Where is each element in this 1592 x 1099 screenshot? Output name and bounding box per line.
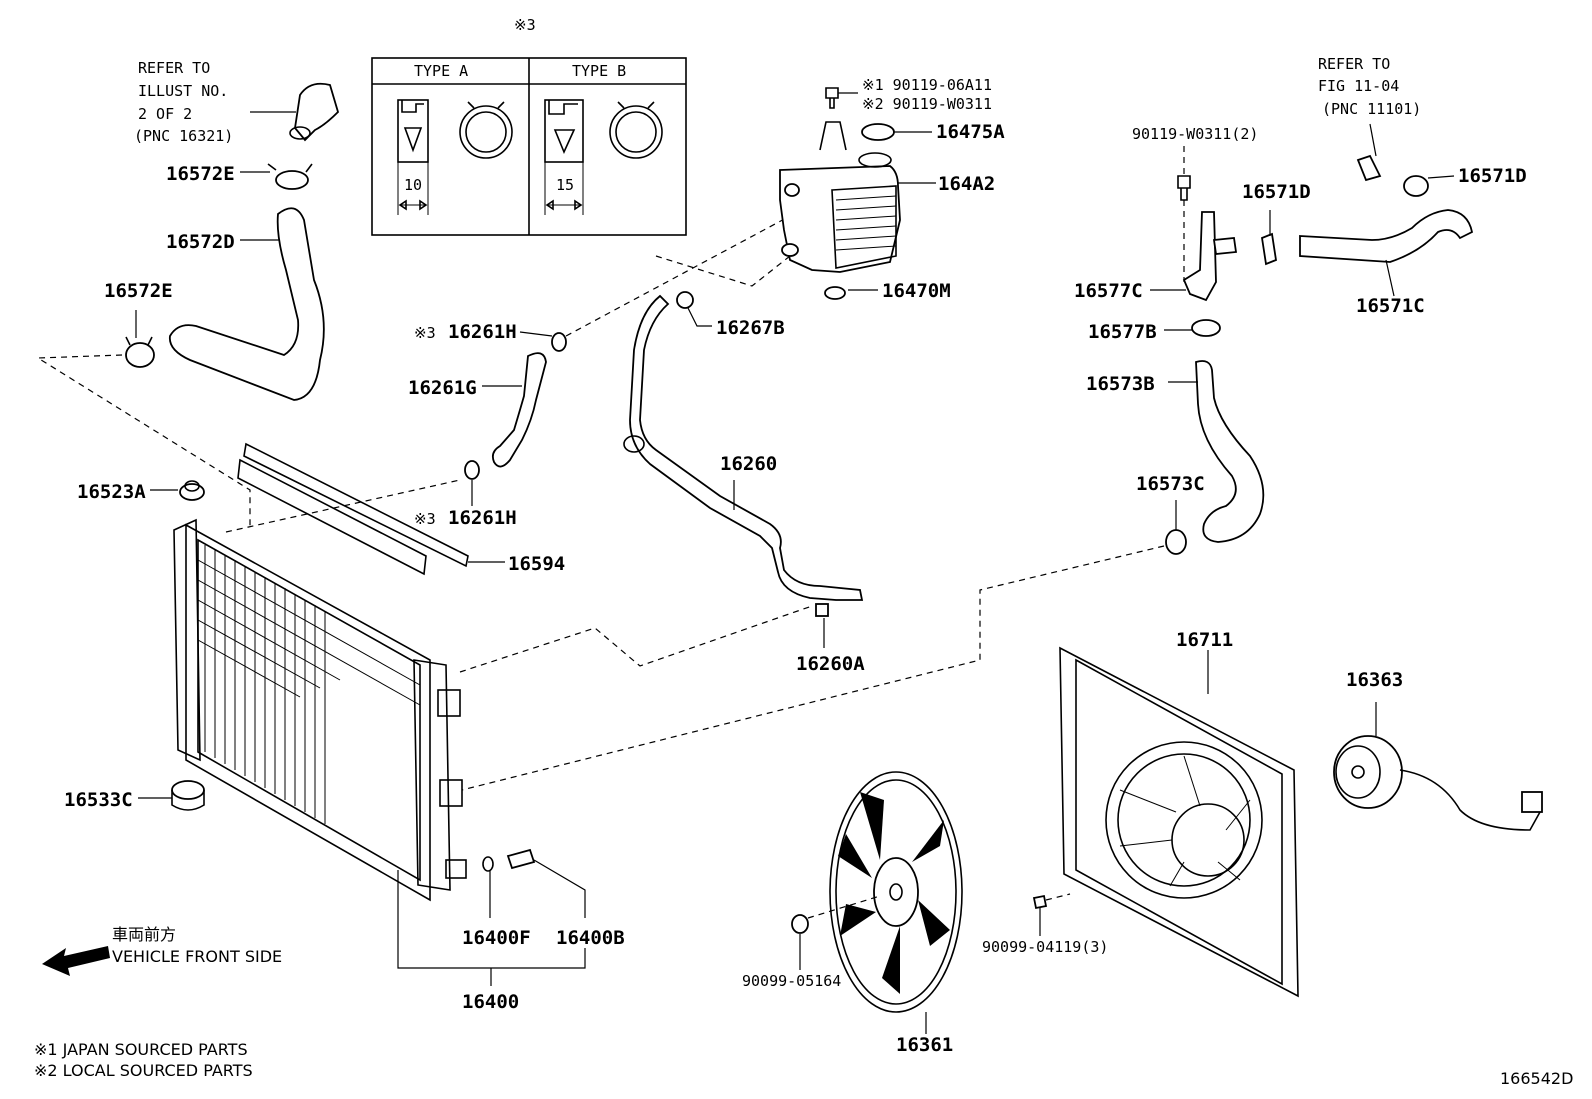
label-16571D-left: 16571D <box>1242 181 1311 203</box>
type-b-clamp-side-icon <box>544 99 584 215</box>
type-b-label: TYPE B <box>572 62 626 80</box>
cushion-16533C <box>138 780 205 811</box>
cushion-16523A <box>150 480 205 501</box>
svg-text:FIG 11-04: FIG 11-04 <box>1318 77 1399 95</box>
label-164A2: 164A2 <box>938 173 995 195</box>
svg-text:(PNC 16321): (PNC 16321) <box>134 127 233 145</box>
hose-16571C <box>1299 209 1474 297</box>
clamp-16261H-top <box>519 331 567 352</box>
clamp-16261H-bottom <box>464 460 480 506</box>
svg-text:(PNC 11101): (PNC 11101) <box>1322 100 1421 118</box>
hose-16260 <box>623 294 864 601</box>
clamp-16571D-right <box>1403 175 1455 197</box>
label-16361: 16361 <box>896 1034 953 1056</box>
cushion-16470M <box>824 286 878 300</box>
label-16711: 16711 <box>1176 629 1233 651</box>
label-90099-04119: 90099-04119(3) <box>982 938 1108 956</box>
label-16260: 16260 <box>720 453 777 475</box>
fan-motor-16363 <box>1333 702 1543 831</box>
mark-16261H-bottom: ※3 <box>414 510 436 528</box>
pipe-end-right <box>1356 123 1382 182</box>
label-16572E-top: 16572E <box>166 163 235 185</box>
mark-16261H-top: ※3 <box>414 324 436 342</box>
label-16400: 16400 <box>462 991 519 1013</box>
refer-note-left: REFER TO ILLUST NO. 2 OF 2 (PNC 16321) <box>134 59 233 145</box>
reservoir-cap-16475A <box>861 123 932 141</box>
label-16577B: 16577B <box>1088 321 1157 343</box>
label-16470M: 16470M <box>882 280 951 302</box>
label-16571C: 16571C <box>1356 295 1425 317</box>
clamp-16572E-top <box>267 163 313 190</box>
clamp-16573C <box>1165 500 1187 555</box>
type-a-label: TYPE A <box>414 62 468 80</box>
label-16363: 16363 <box>1346 669 1403 691</box>
type-a-clamp-side-icon <box>397 99 429 215</box>
svg-text:REFER TO: REFER TO <box>138 59 210 77</box>
clamp-16267B <box>676 291 712 327</box>
nut-90099-05164 <box>791 895 881 970</box>
dim-b: 15 <box>556 176 574 194</box>
fan-shroud-16711 <box>1059 646 1299 998</box>
label-16573B: 16573B <box>1086 373 1155 395</box>
radiator-seal-16594 <box>237 442 505 576</box>
label-16400B: 16400B <box>556 927 625 949</box>
footnote-1: ※1 JAPAN SOURCED PARTS <box>34 1040 248 1059</box>
hose-16572D <box>168 207 325 401</box>
refer-note-right: REFER TO FIG 11-04 (PNC 11101) <box>1318 55 1421 118</box>
label-90119-W0311: ※2 90119-W0311 <box>862 95 992 113</box>
vehicle-front-arrow: 車両前方 VEHICLE FRONT SIDE <box>42 925 282 976</box>
reservoir-tank-164A2 <box>779 121 936 273</box>
footnote-2: ※2 LOCAL SOURCED PARTS <box>34 1061 253 1080</box>
clamp-16571D-left <box>1261 210 1277 266</box>
label-16267B: 16267B <box>716 317 785 339</box>
svg-text:2 OF 2: 2 OF 2 <box>138 105 192 123</box>
drain-plug-parts <box>397 848 586 986</box>
label-16533C: 16533C <box>64 789 133 811</box>
bolt-90119-06A11 <box>825 87 858 109</box>
label-16261H-top: 16261H <box>448 321 517 343</box>
label-16475A: 16475A <box>936 121 1005 143</box>
clamp-16260A <box>815 603 829 648</box>
front-label-en: VEHICLE FRONT SIDE <box>112 947 282 966</box>
clamp-type-legend: ※3 TYPE A TYPE B 10 <box>371 16 687 236</box>
label-16572D: 16572D <box>166 231 235 253</box>
svg-text:REFER TO: REFER TO <box>1318 55 1390 73</box>
hose-16261G <box>482 352 547 468</box>
dim-a: 10 <box>404 176 422 194</box>
type-a-clamp-ring-icon <box>459 101 513 159</box>
bolt-90099-04119 <box>1032 893 1071 936</box>
label-16572E-left: 16572E <box>104 280 173 302</box>
legend-ref-mark: ※3 <box>514 16 536 34</box>
fan-16361 <box>829 771 963 1034</box>
front-label-jp: 車両前方 <box>112 925 176 944</box>
label-16594: 16594 <box>508 553 565 575</box>
label-16260A: 16260A <box>796 653 865 675</box>
water-outlet-16577C <box>1150 211 1238 302</box>
figure-id: 166542D <box>1500 1069 1573 1088</box>
label-16571D-right: 16571D <box>1458 165 1527 187</box>
hose-16573B <box>1168 360 1265 543</box>
bolt-90119-W0311 <box>1177 146 1191 282</box>
radiator-assembly <box>173 518 467 902</box>
type-b-clamp-ring-icon <box>609 101 663 159</box>
svg-text:ILLUST NO.: ILLUST NO. <box>138 82 228 100</box>
part-labels: 16572E 16572D 16572E 16523A 16533C ※3 16… <box>64 76 1527 1056</box>
label-16400F: 16400F <box>462 927 531 949</box>
label-90119-W0311-2: 90119-W0311(2) <box>1132 125 1258 143</box>
label-16523A: 16523A <box>77 481 146 503</box>
inlet-pipe-part <box>250 82 340 142</box>
label-16573C: 16573C <box>1136 473 1205 495</box>
label-16577C: 16577C <box>1074 280 1143 302</box>
label-16261G: 16261G <box>408 377 477 399</box>
clamp-16572E-left <box>125 336 155 368</box>
label-16261H-bottom: 16261H <box>448 507 517 529</box>
label-90119-06A11: ※1 90119-06A11 <box>862 76 992 94</box>
label-90099-05164: 90099-05164 <box>742 972 841 990</box>
clamp-16577B <box>1164 319 1221 337</box>
